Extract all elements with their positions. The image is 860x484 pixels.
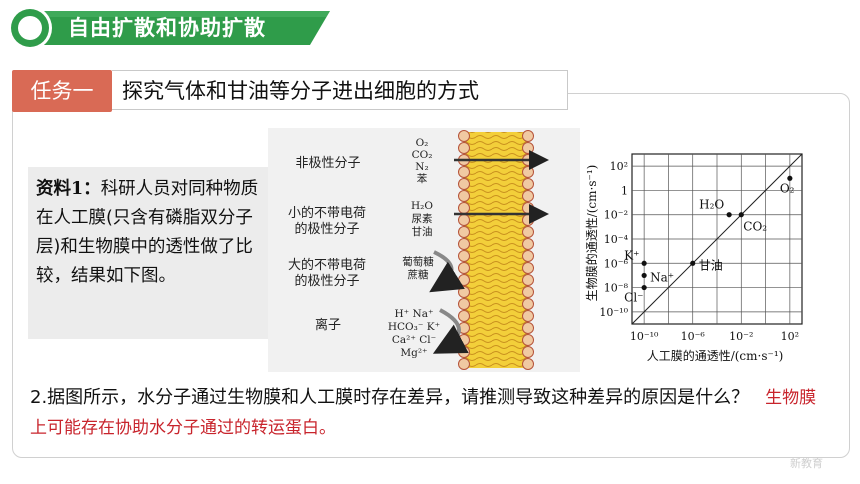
phospholipid-head bbox=[458, 142, 470, 154]
phospholipid-head bbox=[458, 166, 470, 178]
category-small-polar: 小的不带电荷 的极性分子 bbox=[287, 206, 366, 237]
phospholipid-head bbox=[522, 190, 534, 202]
category-ions: 离子 bbox=[314, 318, 341, 333]
point-label: H₂O bbox=[699, 198, 724, 212]
molecule-ions-4: Mg²⁺ bbox=[400, 347, 428, 359]
x-tick-label: 10⁻¹⁰ bbox=[630, 330, 659, 343]
membrane-illustration bbox=[429, 130, 549, 370]
y-tick-label: 10⁻⁴ bbox=[604, 233, 629, 246]
material-box: 资料1：科研人员对同种物质在人工膜(只含有磷脂双分子层)和生物膜中的透性做了比较… bbox=[28, 167, 268, 339]
x-tick-label: 10⁻² bbox=[729, 330, 753, 343]
molecule-benzene: 苯 bbox=[416, 173, 428, 185]
point-label: O₂ bbox=[780, 181, 795, 195]
molecule-ions-3: Ca²⁺ Cl⁻ bbox=[391, 334, 437, 346]
molecule-h2o: H₂O bbox=[411, 200, 433, 212]
y-tick-label: 10² bbox=[610, 160, 628, 173]
task-title: 探究气体和甘油等分子进出细胞的方式 bbox=[112, 70, 568, 110]
data-point bbox=[726, 212, 732, 218]
phospholipid-head bbox=[458, 346, 470, 358]
point-label: K⁺ bbox=[624, 248, 639, 262]
material-text: 科研人员对同种物质在人工膜(只含有磷脂双分子层)和生物膜中的透性做了比较，结果如… bbox=[36, 179, 259, 286]
category-large-polar: 大的不带电荷 的极性分子 bbox=[287, 258, 366, 289]
y-tick-label: 10⁻⁶ bbox=[604, 257, 629, 270]
molecule-n2: N₂ bbox=[415, 161, 429, 173]
phospholipid-head bbox=[522, 346, 534, 358]
phospholipid-head bbox=[522, 226, 534, 238]
phospholipid-head bbox=[458, 238, 470, 250]
material-label: 资料1： bbox=[36, 179, 101, 199]
phospholipid-head bbox=[522, 274, 534, 286]
molecule-glycerol: 甘油 bbox=[411, 226, 433, 238]
question-text: 2.据图所示，水分子通过生物膜和人工膜时存在差异，请推测导致这种差异的原因是什么… bbox=[30, 387, 750, 408]
phospholipid-head bbox=[522, 178, 534, 190]
data-point bbox=[738, 212, 744, 218]
y-tick-label: 10⁻² bbox=[604, 209, 628, 222]
molecule-co2: CO₂ bbox=[411, 149, 433, 161]
molecule-ions-2: HCO₃⁻ K⁺ bbox=[387, 321, 441, 333]
phospholipid-head bbox=[522, 202, 534, 214]
phospholipid-head bbox=[458, 178, 470, 190]
y-axis-label: 生物膜的通透性/(cm·s⁻¹) bbox=[584, 165, 599, 302]
point-label: CO₂ bbox=[743, 220, 767, 234]
phospholipid-head bbox=[522, 298, 534, 310]
x-axis-label: 人工膜的通透性/(cm·s⁻¹) bbox=[647, 348, 784, 363]
x-tick-label: 10⁻⁶ bbox=[681, 330, 706, 343]
phospholipid-head bbox=[522, 250, 534, 262]
molecule-ions-1: H⁺ Na⁺ bbox=[394, 308, 434, 320]
molecule-sucrose: 蔗糖 bbox=[407, 269, 429, 281]
phospholipid-head bbox=[458, 274, 470, 286]
phospholipid-head bbox=[522, 166, 534, 178]
phospholipid-head bbox=[522, 142, 534, 154]
watermark-logo: 新教育 bbox=[790, 457, 823, 470]
diagonal-line bbox=[631, 153, 803, 325]
phospholipid-head bbox=[458, 130, 470, 142]
phospholipid-head bbox=[458, 298, 470, 310]
phospholipid-head bbox=[522, 358, 534, 370]
y-tick-label: 10⁻⁸ bbox=[604, 282, 629, 295]
permeability-chart: 10⁻¹⁰ 10⁻⁶ 10⁻² 10² 10² 1 10⁻² 10⁻⁴ 10⁻⁶ 10⁻⁸ 10⁻¹… bbox=[584, 153, 803, 363]
data-point bbox=[690, 260, 696, 266]
molecule-o2: O₂ bbox=[415, 137, 429, 149]
membrane-figure: 非极性分子 小的不带电荷 的极性分子 大的不带电荷 的极性分子 离子 O₂ CO… bbox=[268, 128, 580, 372]
phospholipid-head bbox=[522, 286, 534, 298]
point-label: Na⁺ bbox=[650, 270, 674, 284]
phospholipid-head bbox=[458, 286, 470, 298]
phospholipid-head bbox=[458, 190, 470, 202]
phospholipid-head bbox=[458, 202, 470, 214]
task-tab: 任务一 bbox=[12, 70, 112, 112]
phospholipid-head bbox=[458, 334, 470, 346]
header-ribbon bbox=[8, 6, 330, 50]
category-nonpolar: 非极性分子 bbox=[295, 156, 361, 171]
phospholipid-head bbox=[522, 262, 534, 274]
phospholipid-head bbox=[458, 214, 470, 226]
point-label: 甘油 bbox=[699, 258, 723, 272]
phospholipid-head bbox=[522, 238, 534, 250]
question-block: 2.据图所示，水分子通过生物膜和人工膜时存在差异，请推测导致这种差异的原因是什么… bbox=[30, 383, 830, 443]
data-point bbox=[641, 272, 647, 279]
page-title: 自由扩散和协助扩散 bbox=[68, 16, 266, 40]
phospholipid-head bbox=[522, 214, 534, 226]
answer-text: 生物膜上可能存在协助水分子通过的转运蛋白。 bbox=[30, 388, 817, 438]
data-point bbox=[641, 284, 647, 291]
phospholipid-head bbox=[522, 322, 534, 334]
phospholipid-head bbox=[458, 358, 470, 370]
phospholipid-head bbox=[522, 334, 534, 346]
point-label: Cl⁻ bbox=[624, 291, 643, 305]
y-tick-label: 10⁻¹⁰ bbox=[599, 306, 628, 319]
phospholipid-head bbox=[522, 310, 534, 322]
phospholipid-head bbox=[458, 226, 470, 238]
phospholipid-head bbox=[458, 250, 470, 262]
chart-grid: 10⁻¹⁰ 10⁻⁶ 10⁻² 10² 10² 1 10⁻² 10⁻⁴ 10⁻⁶ 10⁻⁸ 10⁻¹… bbox=[599, 153, 803, 343]
molecule-urea: 尿素 bbox=[411, 213, 433, 225]
phospholipid-head bbox=[458, 262, 470, 274]
data-point bbox=[641, 260, 647, 266]
molecule-glucose: 葡萄糖 bbox=[402, 256, 434, 268]
y-tick-label: 1 bbox=[621, 184, 628, 197]
data-point bbox=[787, 175, 793, 181]
phospholipid-head bbox=[522, 130, 534, 142]
x-tick-label: 10² bbox=[781, 330, 799, 343]
phospholipid-head bbox=[458, 310, 470, 322]
